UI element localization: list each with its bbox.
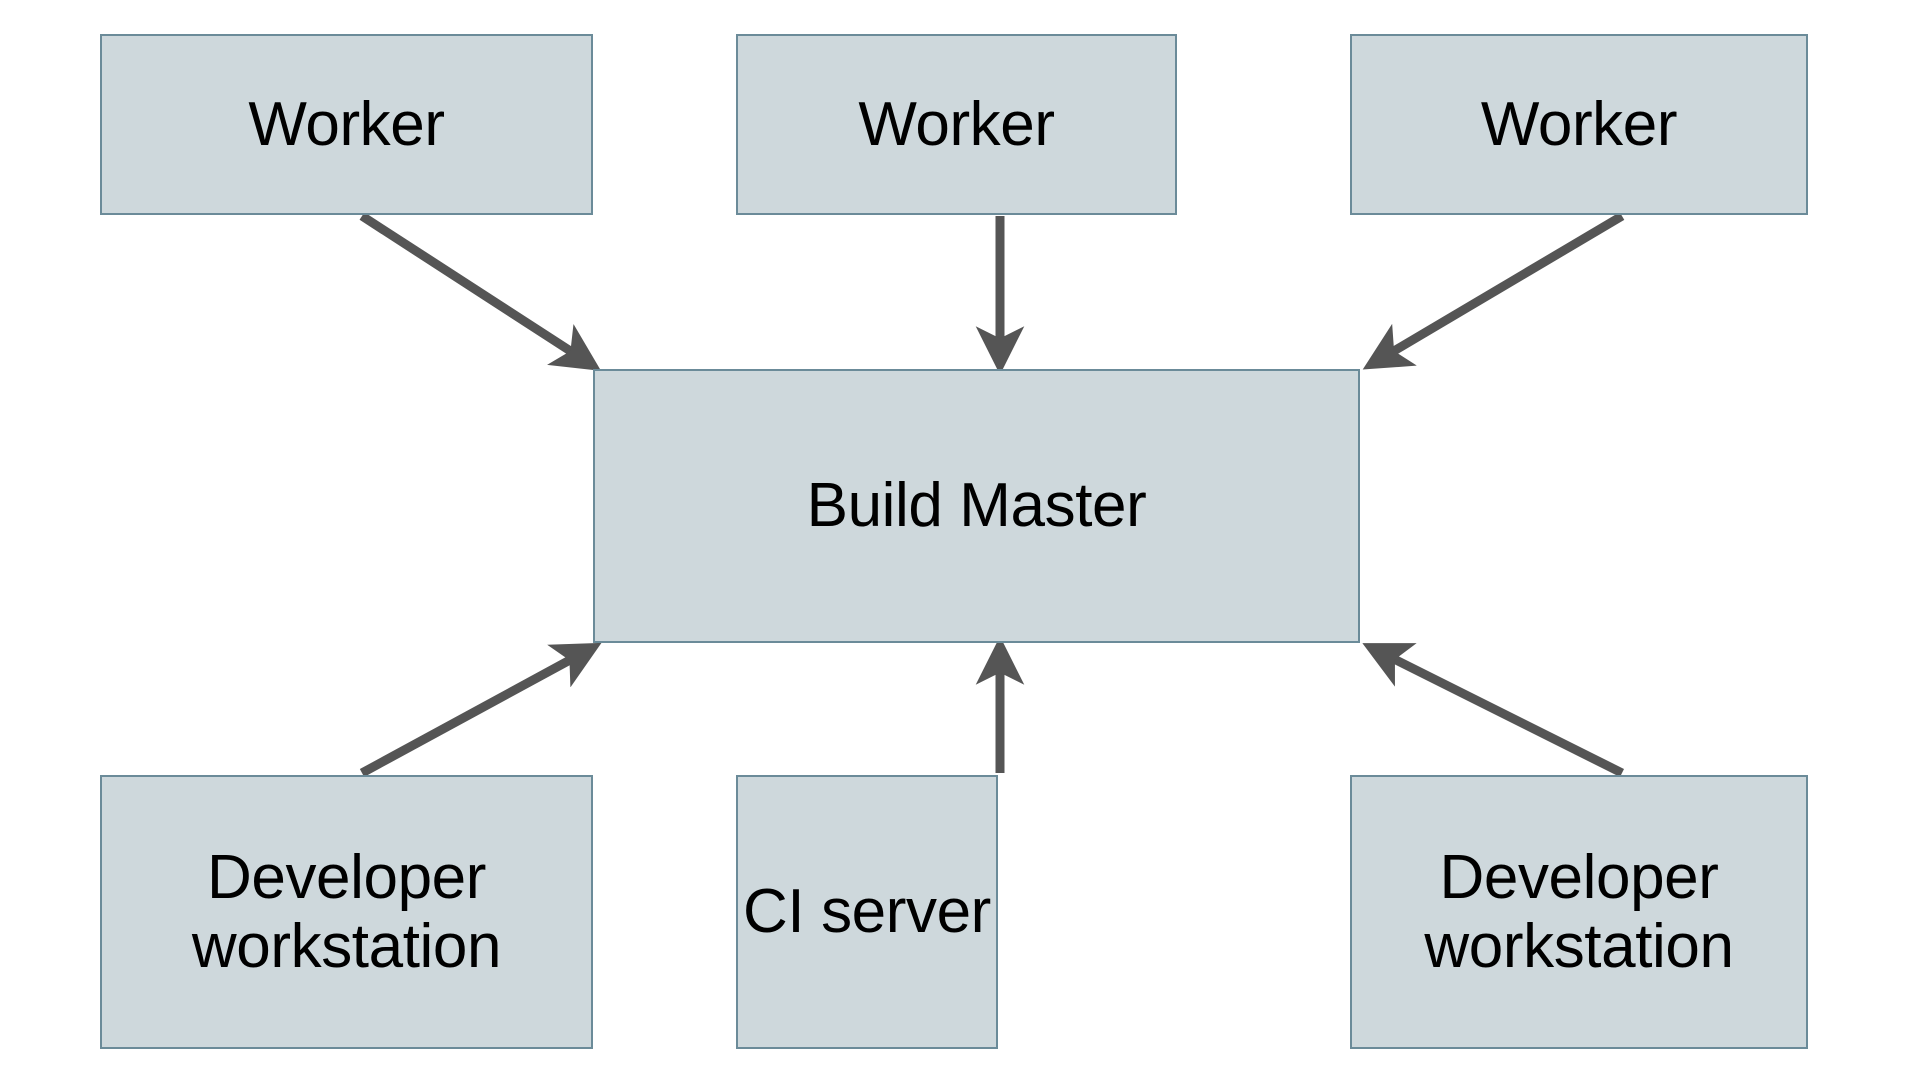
- node-developer-workstation-left-label: Developer workstation: [191, 842, 502, 981]
- node-worker-center-label: Worker: [858, 89, 1055, 159]
- node-ci-server-label: CI server: [743, 877, 991, 947]
- node-build-master[interactable]: Build Master: [593, 369, 1360, 643]
- node-developer-workstation-right[interactable]: Developer workstation: [1350, 775, 1808, 1049]
- node-developer-workstation-left[interactable]: Developer workstation: [100, 775, 593, 1049]
- node-build-master-label: Build Master: [806, 471, 1147, 541]
- node-developer-workstation-right-label: Developer workstation: [1424, 842, 1734, 981]
- node-worker-right[interactable]: Worker: [1350, 34, 1808, 215]
- node-worker-left-label: Worker: [248, 89, 445, 159]
- node-worker-right-label: Worker: [1480, 89, 1678, 159]
- edge-dev-right-to-build-master: [1362, 643, 1625, 778]
- node-worker-left[interactable]: Worker: [100, 34, 593, 215]
- edge-worker-right-to-build-master: [1362, 212, 1625, 370]
- edge-worker-left-to-build-master: [359, 212, 602, 371]
- node-ci-server[interactable]: CI server: [736, 775, 998, 1049]
- node-worker-center[interactable]: Worker: [736, 34, 1177, 215]
- edge-dev-left-to-build-master: [359, 642, 602, 777]
